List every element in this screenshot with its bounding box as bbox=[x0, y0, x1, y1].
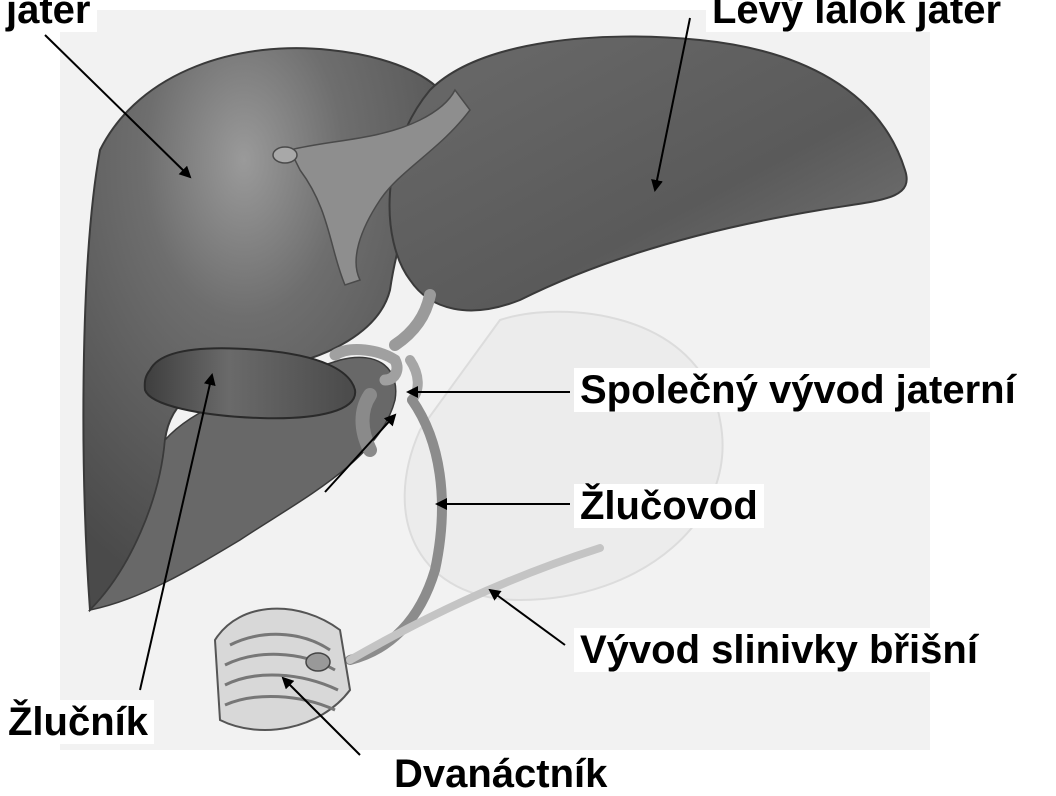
label-gallbladder: Žlučník bbox=[2, 700, 154, 744]
label-left-lobe: Levý lalok jater bbox=[706, 0, 1007, 32]
label-right-lobe: jater bbox=[0, 0, 97, 32]
label-pancreatic-duct: Vývod slinivky břišní bbox=[574, 628, 984, 672]
label-common-hepatic-duct: Společný vývod jaterní bbox=[574, 368, 1022, 412]
portal-vessel bbox=[363, 395, 371, 450]
label-bile-duct: Žlučovod bbox=[574, 484, 764, 528]
label-duodenum: Dvanáctník bbox=[388, 752, 613, 796]
round-ligament-end bbox=[273, 147, 297, 163]
